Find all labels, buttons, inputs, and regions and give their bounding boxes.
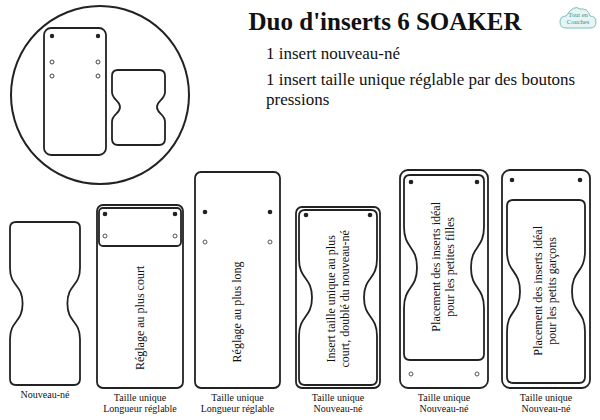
snap-button: [409, 180, 414, 185]
snap-button: [268, 240, 272, 244]
newborn-insert-outline: [10, 222, 80, 385]
newborn-insert-outline: [507, 200, 585, 383]
insert-outline: [8, 220, 82, 387]
vertical-note: Placement des inserts idéal pour les pet…: [532, 221, 560, 361]
snap-button: [268, 210, 273, 215]
snap-button: [475, 372, 479, 376]
snap-button: [203, 240, 207, 244]
logo-text: Tout en Couches: [562, 11, 594, 26]
insert-rect: [400, 170, 488, 388]
snap-button: [50, 74, 54, 78]
subtitle-line: 1 insert nouveau-né: [266, 44, 586, 64]
snap-button: [96, 74, 100, 78]
figure-caption: Taille unique Nouveau-né: [401, 392, 487, 414]
logo-cloud: [560, 8, 596, 28]
snap-button: [510, 178, 515, 183]
title: Duo d'inserts 6 SOAKER: [210, 8, 560, 36]
insert-figure: Nouveau-né: [4, 222, 86, 418]
newborn-insert-outline: [112, 70, 165, 145]
newborn-insert-outline: [299, 210, 377, 385]
snap-button: [203, 210, 208, 215]
insert-rect: [195, 172, 280, 388]
insert-figure: Taille unique Longueur réglable Réglage a…: [189, 172, 286, 418]
snap-button: [173, 234, 177, 238]
snap-button: [304, 213, 309, 218]
snap-button: [96, 34, 100, 38]
overview-circle: [11, 6, 189, 184]
insert-figure: Taille unique Nouveau-né Insert taille un…: [290, 207, 386, 418]
insert-figure: Taille unique Longueur réglable Réglage a…: [91, 205, 189, 418]
snap-button: [368, 213, 373, 218]
snap-button: [103, 234, 107, 238]
insert-figure: Taille unique Nouveau-né Placement des in…: [394, 170, 494, 418]
insert-figure: Taille unique Nouveau-né Placement des in…: [496, 170, 596, 418]
insert-rect: [296, 207, 380, 388]
snap-button: [96, 60, 100, 64]
figure-caption: Nouveau-né: [4, 389, 86, 400]
insert-rect: [502, 170, 590, 388]
newborn-insert-outline: [404, 175, 484, 360]
insert-rect: [97, 205, 183, 388]
insert-rect: [99, 208, 181, 246]
snap-button: [409, 372, 413, 376]
snap-button: [103, 212, 108, 217]
vertical-note: Insert taille unique au plus court, doub…: [324, 227, 352, 372]
snap-button: [50, 60, 54, 64]
snap-button: [173, 212, 178, 217]
figure-caption: Taille unique Longueur réglable: [97, 392, 183, 414]
insert-outline: [44, 28, 106, 155]
snap-button: [578, 178, 583, 183]
subtitle-line: 1 insert taille unique réglable par des …: [266, 70, 592, 109]
vertical-note: Réglage au plus long: [231, 249, 245, 374]
snap-button: [50, 34, 54, 38]
vertical-note: Placement des inserts idéal pour les pet…: [430, 197, 458, 337]
figure-caption: Taille unique Longueur réglable: [195, 392, 281, 414]
vertical-note: Réglage au plus court: [133, 255, 147, 380]
figure-caption: Taille unique Nouveau-né: [295, 392, 381, 414]
snap-button: [475, 180, 480, 185]
figure-caption: Taille unique Nouveau-né: [503, 392, 589, 414]
